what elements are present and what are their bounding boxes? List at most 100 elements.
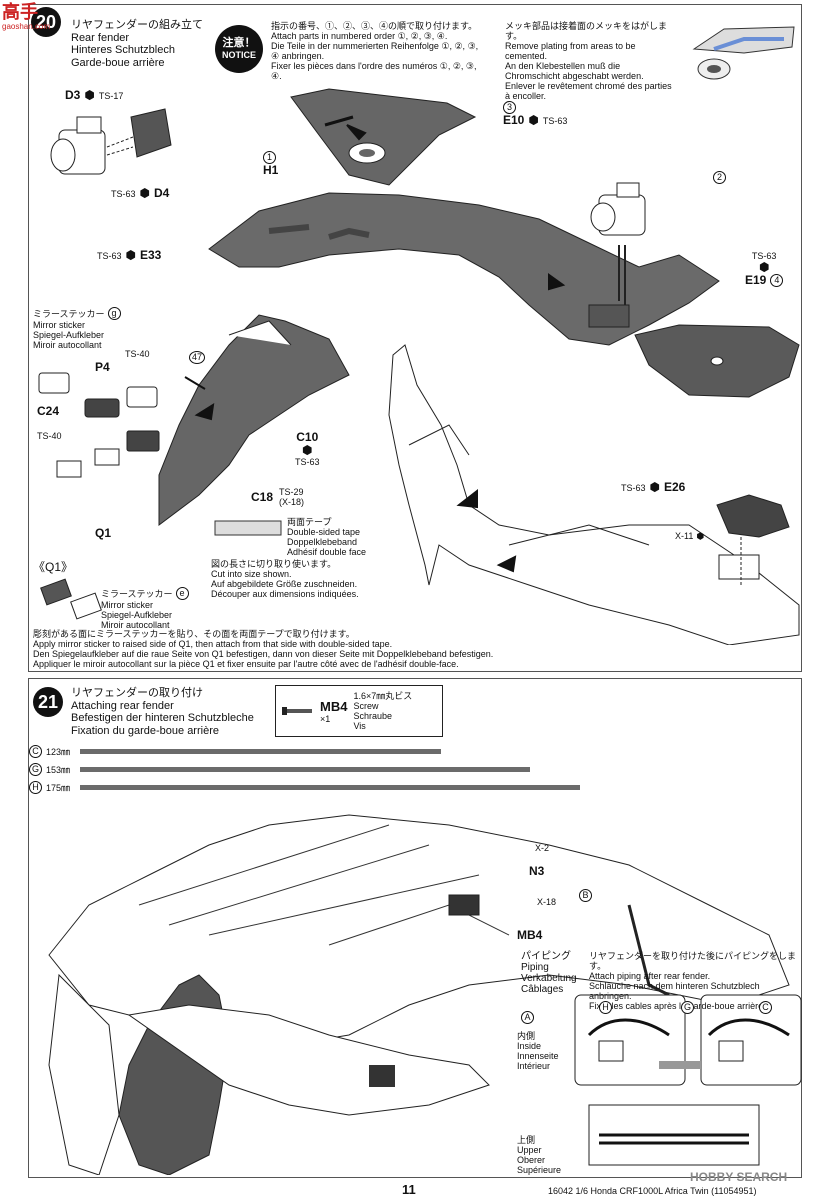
- order-num-1: 1: [263, 151, 276, 164]
- length-label: 175㎜: [46, 782, 71, 793]
- chrome-note: メッキ部品は接着面のメッキをはがします。 Remove plating from…: [505, 21, 675, 101]
- length-bar: [80, 785, 580, 790]
- label-g: G: [681, 1001, 694, 1014]
- paint-dot-icon: ⬢: [139, 186, 150, 200]
- piping-label: パイピング Piping Verkabelung Câblages: [521, 951, 577, 995]
- step-21-title: リヤフェンダーの取り付け Attaching rear fender Befes…: [71, 687, 254, 737]
- length-label: 153㎜: [46, 764, 71, 775]
- part-letter-badge: C: [29, 745, 42, 758]
- fender-e33: [208, 192, 720, 346]
- order-num-3: 3: [503, 101, 516, 114]
- notice-text: 指示の番号、①、②、③、④の順で取り付けます。 Attach parts in …: [271, 21, 481, 81]
- q1-part: [40, 578, 72, 606]
- step-21-panel: 21 リヤフェンダーの取り付け Attaching rear fender Be…: [28, 678, 802, 1178]
- length-bar-row: G 153㎜: [29, 763, 803, 776]
- label-c: C: [759, 1001, 772, 1014]
- part-e19: [634, 324, 800, 398]
- rear-fender-assembly: [118, 974, 490, 1175]
- title-fr: Garde-boue arrière: [71, 56, 165, 69]
- label-ts40-p4: TS-40: [125, 349, 150, 359]
- label-x11: X-11⬢: [675, 531, 705, 541]
- label-c24: C24: [37, 404, 60, 418]
- order-num-47: 47: [189, 351, 205, 364]
- title-en: Rear fender: [71, 31, 130, 44]
- label-q1: Q1: [95, 526, 112, 540]
- step-20-title: リヤフェンダーの組み立て Rear fender Hinteres Schutz…: [71, 19, 203, 69]
- bracket-h1-e10: [290, 88, 477, 186]
- q1-detail-label: 《Q1》: [33, 560, 74, 574]
- label-d3: D3 ⬢ TS-17: [65, 88, 124, 102]
- label-x18: X-18: [537, 897, 557, 907]
- chrome-line: メッキ部品は接着面のメッキをはがします。: [505, 21, 668, 41]
- label-e33: TS-63 ⬢ E33: [97, 248, 162, 262]
- notice-line: Fixer les pièces dans l'ordre des numéro…: [271, 61, 477, 81]
- brand-watermark: HOBBY SEARCH: [690, 1170, 788, 1184]
- part-letter-badge: H: [29, 781, 42, 794]
- length-bars: C 123㎜ G 153㎜ H 175㎜: [29, 745, 803, 794]
- part-letter-badge: G: [29, 763, 42, 776]
- label-c10: C10 ⬢ TS-63: [295, 430, 320, 468]
- page-number: 11: [402, 1182, 416, 1197]
- length-bar-row: C 123㎜: [29, 745, 803, 758]
- label-x2: X-2: [535, 843, 550, 853]
- tape-label: 両面テープ Double-sided tape Doppelklebeband …: [287, 517, 367, 557]
- step-number-badge: 21: [33, 687, 63, 717]
- label-c18: C18 TS-29(X-18): [251, 487, 305, 507]
- label-e10: 3 E10⬢TS-63: [503, 101, 568, 127]
- label-h1: 1 H1: [263, 151, 279, 177]
- rear-frame: [388, 344, 800, 645]
- screw-icon: [282, 707, 312, 715]
- step-20-panel: 20 リヤフェンダーの組み立て Rear fender Hinteres Sch…: [28, 4, 802, 672]
- chrome-line: An den Klebestellen muß die Chromschicht…: [505, 61, 644, 81]
- inside-label: 内側 Inside Innenseite Intérieur: [517, 1031, 559, 1071]
- lamp-parts: [38, 372, 160, 478]
- step-20-diagram: [38, 88, 800, 645]
- motorcycle-frame: [48, 814, 790, 1175]
- title-jp: リヤフェンダーの組み立て: [71, 19, 203, 31]
- step-number-badge: 20: [31, 7, 61, 37]
- label-e26: TS-63 ⬢ E26: [621, 480, 686, 494]
- label-d4: TS-63 ⬢ D4: [111, 186, 170, 200]
- product-info: 16042 1/6 Honda CRF1000L Africa Twin (11…: [548, 1186, 757, 1196]
- site-watermark: 高手 gaoshan.com: [2, 2, 51, 31]
- caliper-assembly-d3-d4: [50, 108, 172, 175]
- chrome-line: Enlever le revêtement chromé des parties…: [505, 81, 672, 101]
- upper-detail: [588, 1104, 760, 1166]
- length-label: 123㎜: [46, 746, 71, 757]
- cut-note: 図の長さに切り取り使います。 Cut into size shown. Auf …: [211, 559, 359, 599]
- paint-dot-icon: ⬢: [84, 88, 95, 102]
- double-sided-tape-strip: [214, 520, 282, 536]
- label-n3: N3: [529, 864, 545, 878]
- notice-line: Die Teile in der nummerierten Reihenfolg…: [271, 41, 479, 61]
- notice-badge: 注意！ NOTICE: [215, 25, 263, 73]
- label-p4: P4: [95, 360, 110, 374]
- title-de: Hinteres Schutzblech: [71, 44, 175, 56]
- piping-notes: リヤフェンダーを取り付けた後にパイピングをします。 Attach piping …: [589, 951, 797, 1011]
- step-21-diagram: [48, 814, 802, 1175]
- piping-detail-left: [574, 994, 686, 1086]
- order-num-4: 4: [770, 274, 784, 287]
- notice-line: 指示の番号、①、②、③、④の順で取り付けます。: [271, 21, 478, 31]
- length-bar: [80, 767, 530, 772]
- label-mb4: MB4: [517, 928, 543, 942]
- label-b: B: [579, 889, 592, 902]
- piping-detail-right: [700, 994, 802, 1086]
- notice-line: Attach parts in numbered order ①, ②, ③, …: [271, 31, 448, 41]
- label-a: A: [521, 1011, 534, 1024]
- screw-box: MB4 ×1 1.6×7㎜丸ビス Screw Schraube Vis: [275, 685, 443, 737]
- length-bar: [80, 749, 441, 754]
- mirror-sticker-e: [70, 592, 102, 620]
- part-e26: [716, 494, 790, 585]
- upper-label: 上側 Upper Oberer Supérieure: [517, 1135, 562, 1175]
- label-h: H: [599, 1001, 612, 1014]
- caliper-assembly-right: [590, 182, 646, 305]
- length-bar-row: H 175㎜: [29, 781, 803, 794]
- order-num-2: 2: [713, 171, 726, 184]
- label-ts40-c24: TS-40: [37, 431, 62, 441]
- chrome-scrape-illustration: [692, 26, 795, 80]
- chrome-line: Remove plating from areas to be cemented…: [505, 41, 636, 61]
- rear-fender-c10: [158, 314, 350, 526]
